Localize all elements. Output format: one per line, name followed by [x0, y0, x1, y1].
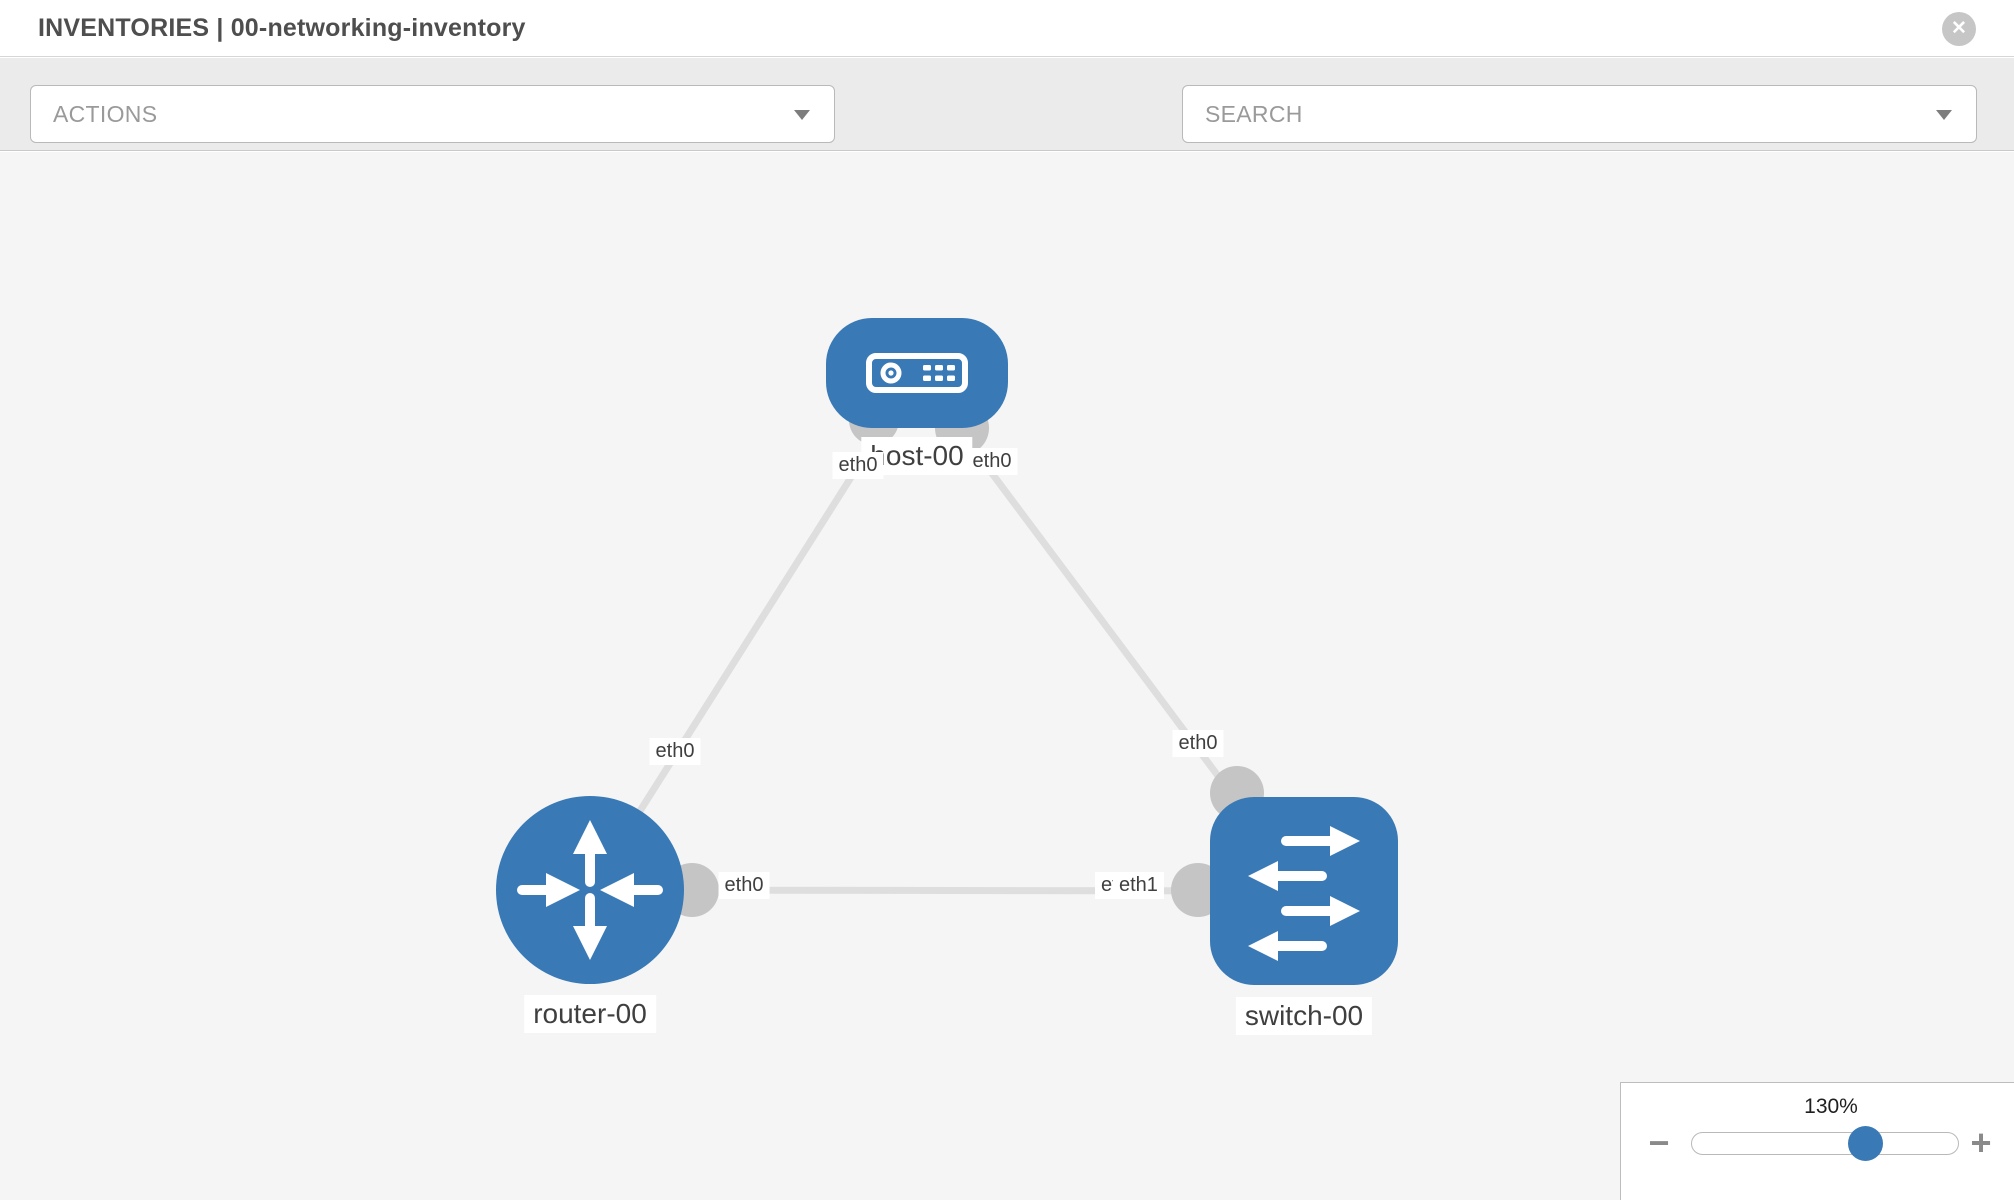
plus-icon: +: [1970, 1122, 1992, 1163]
iface-label-host-left: eth0: [832, 452, 884, 479]
search-dropdown[interactable]: SEARCH: [1182, 85, 1977, 143]
node-router-00[interactable]: [496, 796, 684, 984]
node-label-switch: switch-00: [1235, 997, 1373, 1035]
actions-dropdown-label: ACTIONS: [53, 101, 158, 127]
close-icon: ✕: [1951, 18, 1967, 39]
zoom-control-panel: 130% − +: [1620, 1082, 2014, 1200]
chevron-down-icon: [794, 110, 810, 120]
zoom-level-value: 130%: [1804, 1095, 1858, 1118]
iface-label-router-right: eth0: [718, 872, 770, 899]
topology-canvas[interactable]: host-00 router-00 switch-00 eth0 eth0 et…: [0, 152, 2014, 1200]
iface-label-switch-left-eth1: eth1: [1113, 872, 1164, 899]
node-label-router: router-00: [524, 995, 656, 1033]
zoom-in-button[interactable]: +: [1961, 1121, 2001, 1165]
close-button[interactable]: ✕: [1942, 12, 1976, 46]
host-icon: [866, 353, 968, 393]
search-placeholder: SEARCH: [1205, 101, 1303, 127]
window-header: INVENTORIES | 00-networking-inventory ✕: [0, 0, 2014, 57]
minus-icon: −: [1648, 1122, 1670, 1163]
page-title: INVENTORIES | 00-networking-inventory: [38, 14, 526, 42]
zoom-slider-track[interactable]: [1691, 1126, 1959, 1161]
switch-icon: [1248, 826, 1360, 961]
zoom-slider-knob[interactable]: [1848, 1126, 1883, 1161]
node-switch-00[interactable]: [1210, 797, 1398, 985]
chevron-down-icon: [1936, 110, 1952, 120]
iface-label-host-right: eth0: [966, 448, 1018, 475]
router-icon: [517, 820, 663, 960]
zoom-out-button[interactable]: −: [1639, 1121, 1679, 1165]
toolbar: ACTIONS SEARCH: [0, 58, 2014, 187]
node-host-00[interactable]: [826, 318, 1008, 428]
iface-label-router-top: eth0: [649, 738, 701, 765]
iface-label-switch-top: eth0: [1172, 730, 1224, 757]
actions-dropdown[interactable]: ACTIONS: [30, 85, 835, 143]
